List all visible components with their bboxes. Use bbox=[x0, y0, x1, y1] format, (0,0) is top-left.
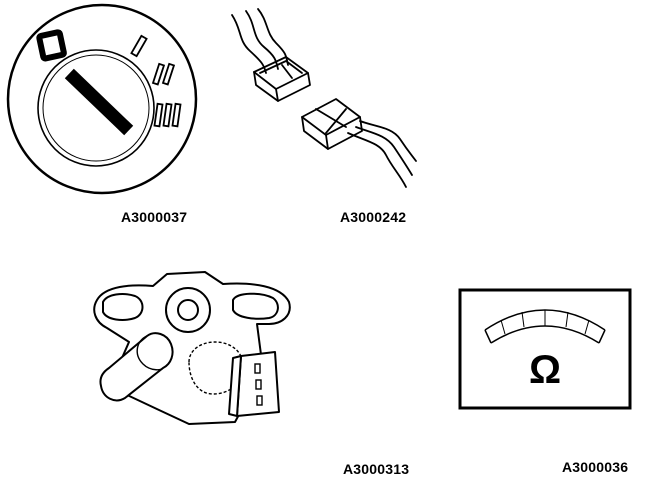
figure-caption: A3000313 bbox=[343, 461, 410, 477]
figure-caption: A3000037 bbox=[121, 209, 188, 225]
ohm-symbol: Ω bbox=[529, 348, 561, 392]
figure-caption: A3000242 bbox=[340, 209, 407, 225]
relay-bracket-icon bbox=[93, 271, 291, 425]
ohmmeter-icon: Ω bbox=[458, 288, 632, 410]
ignition-switch-icon bbox=[6, 3, 198, 195]
wire-connector-icon bbox=[231, 8, 417, 188]
figure-caption: A3000036 bbox=[562, 459, 629, 475]
